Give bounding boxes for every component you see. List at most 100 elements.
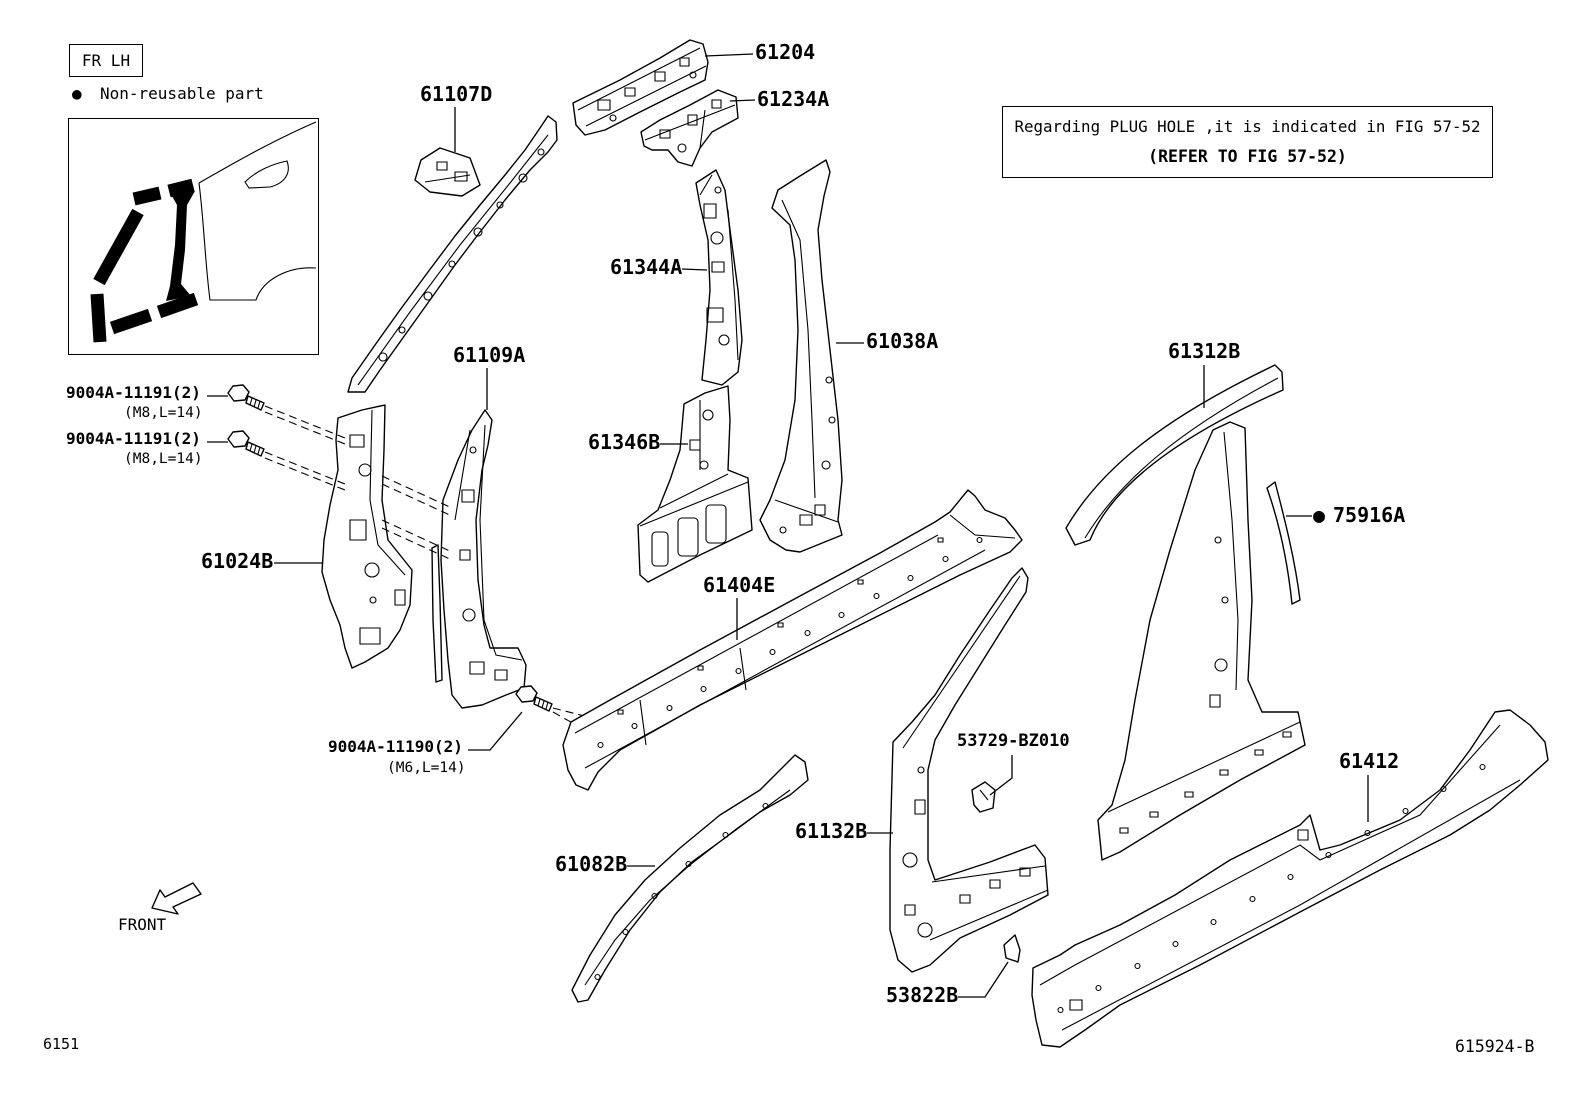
part-75916A-outline: [1266, 481, 1301, 605]
part-61204-outline: [572, 39, 709, 136]
part-53822B-outline: [1003, 934, 1021, 963]
part-61024B-drawing: [321, 404, 413, 669]
note-line-1: Regarding PLUG HOLE ,it is indicated in …: [1014, 117, 1481, 136]
part-61038A-detail: [774, 199, 839, 534]
fr-lh-tag: FR LH: [69, 44, 143, 77]
callout-75916A[interactable]: 75916A: [1333, 503, 1406, 527]
bolt-thread: [249, 397, 261, 409]
callout-61024B[interactable]: 61024B: [201, 549, 274, 573]
callout-53822B[interactable]: 53822B: [886, 983, 959, 1007]
non-reusable-bullet-icon: ●: [1313, 503, 1326, 527]
part-61132B-outline: [889, 567, 1049, 973]
leader-lines: [207, 53, 1369, 998]
part-61404E-detail: [574, 514, 1016, 769]
part-61234A-drawing: [640, 89, 739, 167]
illustration-id: 615924-B: [1455, 1037, 1535, 1056]
callout-61234A[interactable]: 61234A: [757, 87, 830, 111]
note-line-2: (REFER TO FIG 57-52): [1148, 147, 1347, 166]
part-61346B-detail: [639, 400, 749, 527]
callout-bolt-lower[interactable]: 9004A-11191(2): [66, 429, 201, 448]
callout-61346B[interactable]: 61346B: [588, 430, 661, 454]
bolt-head: [515, 685, 538, 703]
locator-inset-drawing: [90, 121, 317, 343]
part-53729-BZ010-outline: [971, 781, 996, 813]
part-61107D-outline: [347, 115, 558, 393]
part-61346B-window: [705, 504, 727, 544]
non-reusable-bullet-icon: ●: [72, 84, 82, 103]
callout-61038A[interactable]: 61038A: [866, 329, 939, 353]
part-61024B-outline: [321, 404, 413, 669]
part-61038A-drawing: [759, 159, 843, 553]
front-arrow-icon: [151, 882, 202, 915]
callout-61082B[interactable]: 61082B: [555, 852, 628, 876]
plug-hole-note: Regarding PLUG HOLE ,it is indicated in …: [1002, 106, 1493, 178]
part-61109A-drawing: [431, 409, 527, 709]
part-53822B-drawing: [1003, 934, 1021, 963]
bolt-thread: [249, 443, 261, 455]
bolt-rocker-spec: (M6,L=14): [387, 760, 466, 776]
part-61346B-drawing: [637, 385, 753, 583]
part-61312B-pillar: [1097, 421, 1306, 861]
part-61346B-window: [677, 517, 699, 557]
part-61107D-detail: [357, 134, 549, 386]
part-61038A-outline: [759, 159, 843, 553]
part-61234A-detail: [644, 99, 736, 153]
part-61109A-detail: [454, 424, 523, 681]
b-pillar-highlight: [166, 191, 195, 301]
part-75916A-drawing: [1266, 481, 1301, 605]
callout-61344A[interactable]: 61344A: [610, 255, 683, 279]
callout-61412[interactable]: 61412: [1339, 749, 1400, 773]
callout-61404E[interactable]: 61404E: [703, 573, 776, 597]
bolt-thread: [537, 698, 549, 710]
callout-61312B[interactable]: 61312B: [1168, 339, 1241, 363]
figure-number: 6151: [43, 1035, 80, 1053]
bolt-9004A-11190-drawing: [515, 685, 553, 712]
part-61107D-drawing: [347, 115, 558, 393]
part-61412-detail: [1039, 724, 1521, 1031]
part-61082B-outline: [571, 754, 809, 1003]
part-61132B-drawing: [889, 567, 1049, 973]
bolt-lower-spec: (M8,L=14): [124, 451, 203, 467]
callout-bolt-upper[interactable]: 9004A-11191(2): [66, 383, 201, 402]
part-61204-drawing: [572, 39, 709, 136]
part-61412-outline: [1031, 709, 1549, 1048]
part-61346B-window: [651, 531, 669, 567]
callout-61132B[interactable]: 61132B: [795, 819, 868, 843]
part-61107D-bracket-holes: [424, 161, 471, 183]
assembly-dashed-lines: [264, 405, 601, 731]
part-61412-drawing: [1031, 709, 1549, 1048]
part-61132B-detail: [902, 575, 1049, 941]
bolt-head: [227, 430, 250, 448]
callout-61109A[interactable]: 61109A: [453, 343, 526, 367]
part-61404E-outline: [562, 489, 1023, 791]
part-61346B-outline: [637, 385, 753, 583]
part-61204-detail: [577, 47, 707, 127]
part-61234A-outline: [640, 89, 739, 167]
part-61082B-drawing: [571, 754, 809, 1003]
bolt-head: [227, 384, 250, 402]
bolt-9004A-11191-upper-drawing: [227, 384, 265, 411]
front-direction-label: FRONT: [118, 915, 167, 934]
part-61312B-drawing: [1065, 364, 1306, 861]
part-53729-BZ010-drawing: [971, 781, 996, 813]
callout-bolt-rocker[interactable]: 9004A-11190(2): [328, 737, 463, 756]
callout-61107D[interactable]: 61107D: [420, 82, 493, 106]
part-53729-BZ010-detail: [979, 789, 989, 801]
body-panel-outline: [198, 121, 317, 301]
door-opening-highlight: [90, 178, 199, 343]
part-61109A-strip: [431, 544, 443, 683]
part-61107D-bracket: [414, 147, 481, 197]
callout-61204[interactable]: 61204: [755, 40, 816, 64]
locator-inset-frame: [68, 118, 319, 355]
part-61109A-outline: [440, 409, 527, 709]
part-61344A-detail: [699, 174, 739, 361]
part-61312B-roof-rail: [1065, 364, 1284, 546]
legend-text: Non-reusable part: [100, 84, 264, 103]
callout-53729-BZ010[interactable]: 53729-BZ010: [957, 731, 1070, 751]
bolt-upper-spec: (M8,L=14): [124, 405, 203, 421]
part-61312B-detail: [1084, 377, 1301, 834]
part-61404E-drawing: [562, 489, 1023, 791]
rear-window-outline: [244, 160, 289, 189]
bolt-9004A-11191-lower-drawing: [227, 430, 265, 457]
